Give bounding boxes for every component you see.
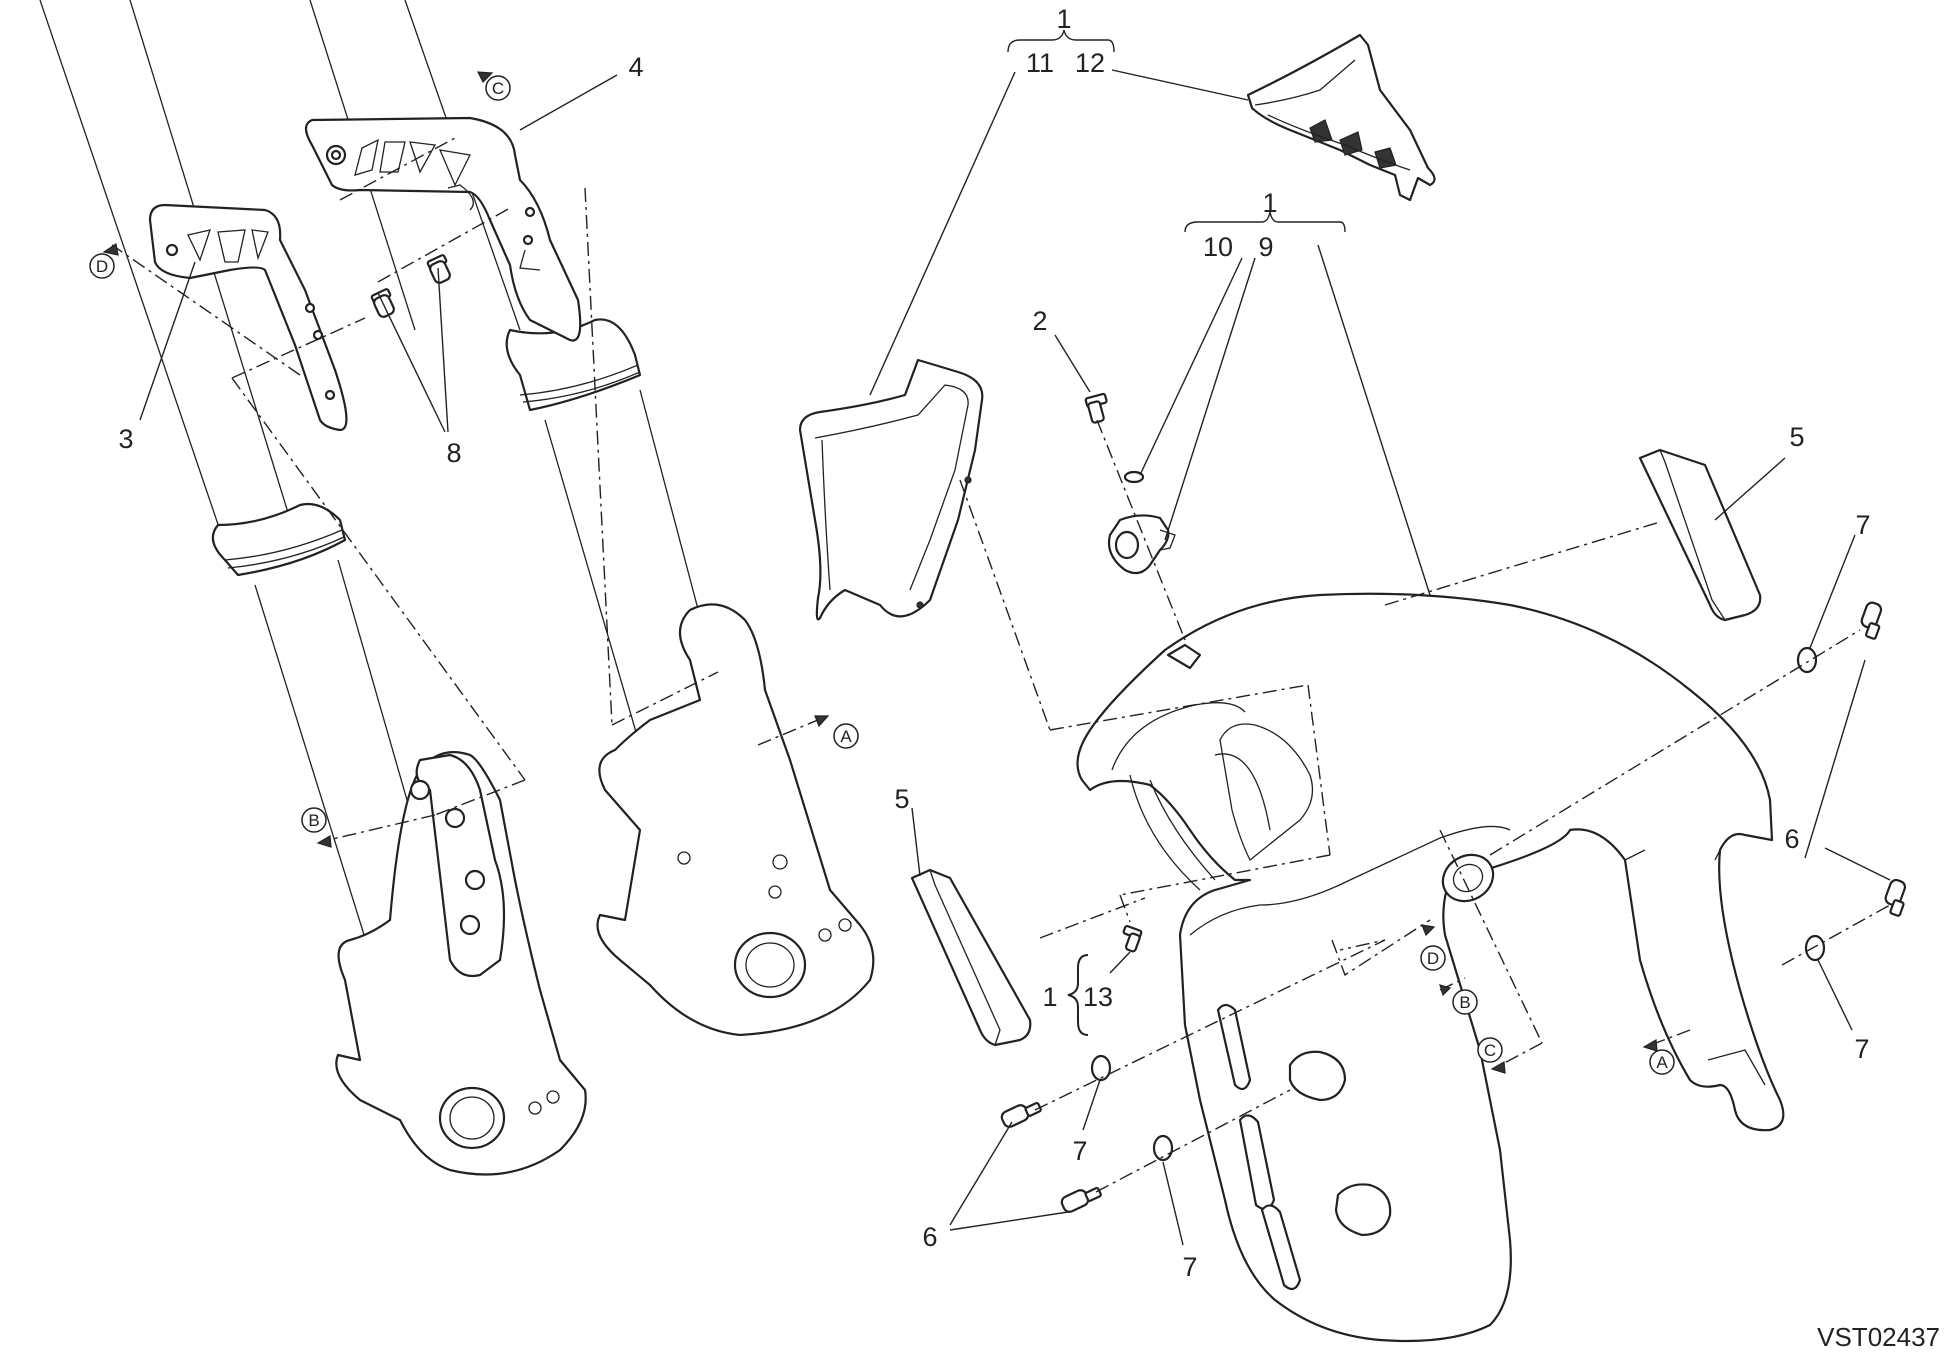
label-3: 3 [118,424,133,454]
label-group-low: 1 [1042,982,1057,1012]
part-labels: 1 11 12 1 10 9 2 3 4 8 5 5 7 6 7 1 13 7 … [118,4,1870,1282]
svg-text:B: B [1459,993,1470,1012]
label-group-mid: 1 [1262,188,1277,218]
washer-7-top [1796,646,1818,674]
label-5-right: 5 [1789,422,1804,452]
marker-b-right: B [1452,989,1478,1015]
assembly-lines [111,137,1891,1193]
label-7-right: 7 [1854,1034,1869,1064]
washer-10 [1123,470,1145,484]
washer-7-right [1804,934,1826,962]
svg-text:A: A [1656,1053,1668,1072]
marker-d-left: D [89,253,115,279]
side-panel-11 [798,358,984,621]
label-5-left: 5 [894,784,909,814]
marker-a-mid: A [833,723,859,749]
label-6-right: 6 [1784,824,1799,854]
marker-c-top: C [485,75,511,101]
screw-6-top-right [1860,601,1883,640]
braces [1007,29,1346,1036]
bracket-3 [148,203,348,432]
svg-text:D: D [96,257,108,276]
label-2: 2 [1032,306,1047,336]
svg-text:D: D [1427,949,1439,968]
screw-13 [1122,924,1143,953]
label-7-bottom: 7 [1182,1252,1197,1282]
washer-7-mid [1090,1054,1112,1082]
svg-text:C: C [1484,1041,1496,1060]
svg-text:A: A [840,727,852,746]
screw-6-right [1884,878,1907,917]
label-7-mid: 7 [1072,1136,1087,1166]
label-6-bottom: 6 [922,1222,937,1252]
leader-lines [139,69,1891,1246]
washer-7-bottom [1152,1134,1174,1162]
svg-text:B: B [308,811,319,830]
screw-6-bottom-a [1000,1101,1042,1128]
air-duct-12 [1246,33,1436,202]
bracket-4 [304,116,582,342]
drawing-code: VST02437 [1817,1322,1940,1352]
fork-assembly-left [39,0,875,1176]
label-7-top: 7 [1855,510,1870,540]
label-8: 8 [446,438,461,468]
label-4: 4 [628,52,643,82]
label-10: 10 [1203,232,1233,262]
label-11: 11 [1026,48,1054,78]
marker-b-left: B [301,807,327,833]
rubber-strip-5-left [910,868,1032,1047]
arrowheads [102,71,1658,1074]
label-9: 9 [1258,232,1273,262]
screw-2 [1084,392,1108,424]
marker-a-right: A [1649,1049,1675,1075]
rubber-strip-5-right [1638,448,1762,622]
screw-6-bottom-b [1060,1186,1102,1213]
label-12: 12 [1075,48,1105,78]
svg-text:C: C [492,79,504,98]
label-group-top: 1 [1056,4,1071,34]
rubber-mount-9 [1107,514,1176,575]
marker-d-right: D [1420,945,1446,971]
marker-c-right: C [1477,1037,1503,1063]
screw-8-b [426,254,451,284]
label-13: 13 [1083,982,1113,1012]
